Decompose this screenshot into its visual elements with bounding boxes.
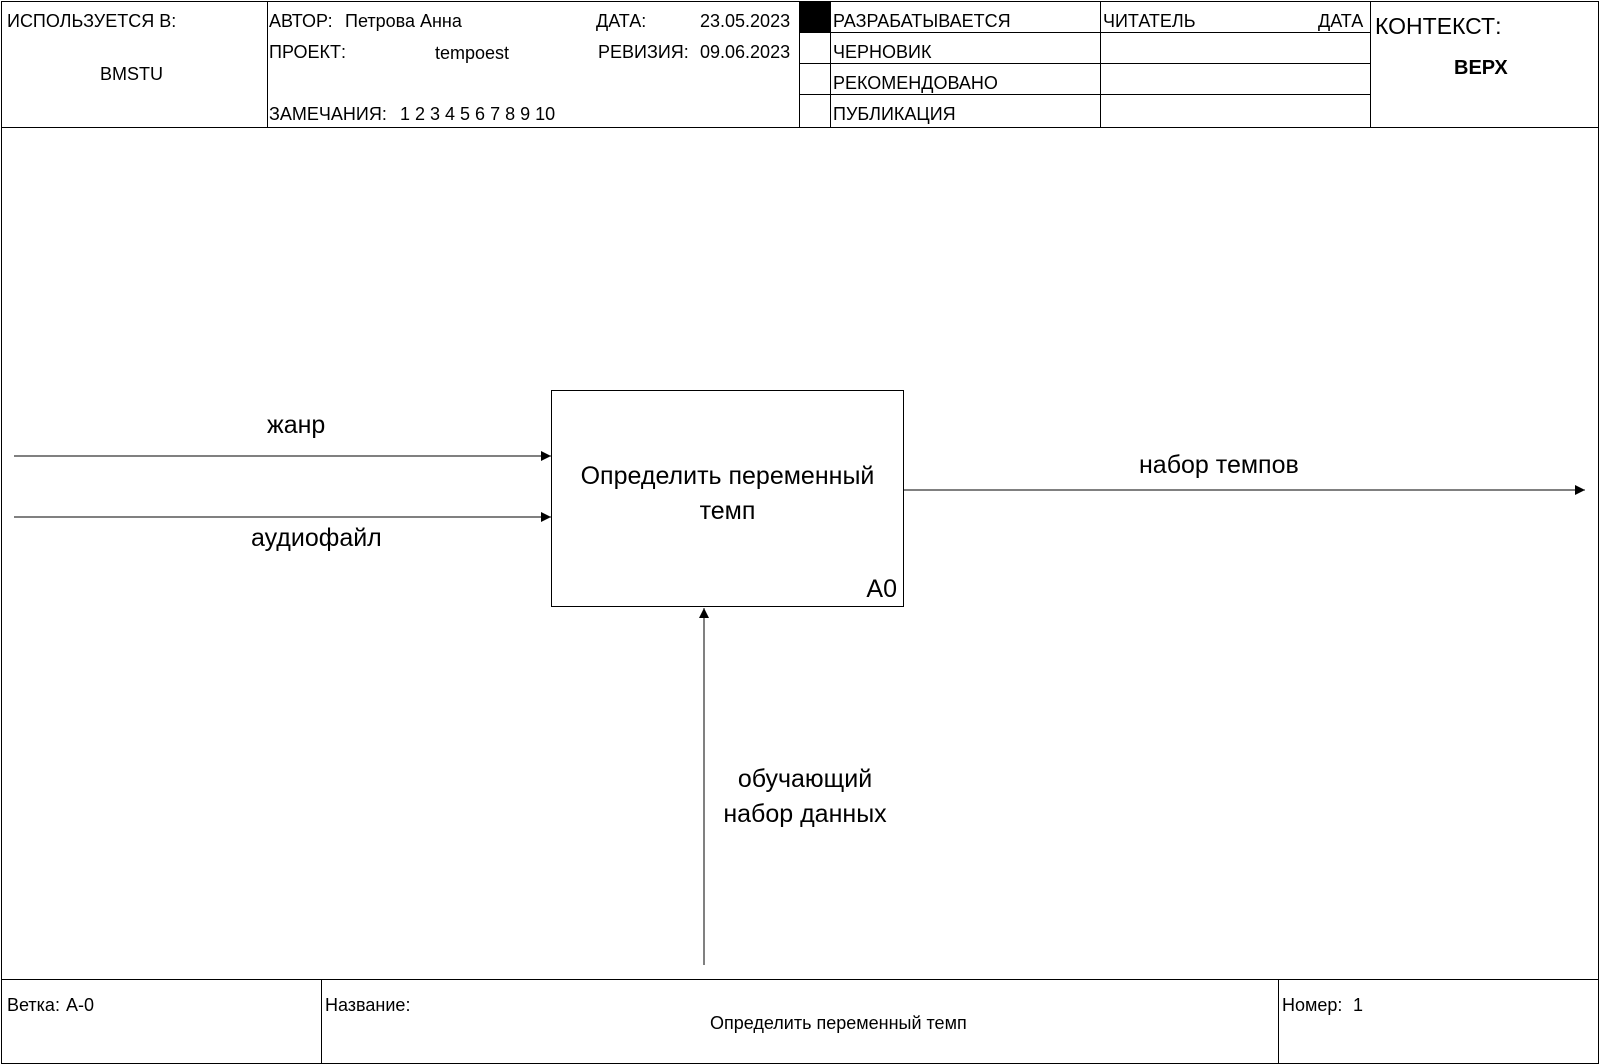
notes-label: ЗАМЕЧАНИЯ:	[269, 104, 387, 124]
status-publication: ПУБЛИКАЦИЯ	[833, 104, 956, 124]
node-value: A-0	[66, 995, 95, 1015]
activity-box[interactable]: Определить переменный темп A0	[551, 390, 904, 607]
status-recommended: РЕКОМЕНДОВАНО	[833, 73, 998, 93]
number-value: 1	[1353, 995, 1364, 1015]
status-checked-marker	[800, 2, 830, 32]
arrow-label-dataset: обучающий набор данных	[723, 765, 887, 828]
title-label: Название:	[325, 995, 411, 1015]
header-divider	[1100, 1, 1101, 127]
number-label: Номер:	[1282, 995, 1343, 1015]
context-value: ВЕРХ	[1454, 57, 1508, 79]
context-label: КОНТЕКСТ:	[1375, 13, 1502, 39]
activity-box-number: A0	[866, 575, 897, 603]
used-in-value: BMSTU	[100, 64, 163, 84]
status-row-line	[799, 63, 1370, 64]
header-divider	[799, 1, 800, 127]
arrow-label-audio: аудиофайл	[251, 524, 382, 552]
footer-divider	[1278, 979, 1279, 1064]
activity-box-label: Определить переменный темп	[580, 462, 875, 525]
header-divider	[267, 1, 268, 127]
header-bottom-line	[1, 127, 1599, 128]
author-value: Петрова Анна	[345, 11, 462, 31]
date-label: ДАТА:	[596, 11, 647, 31]
notes-value: 1 2 3 4 5 6 7 8 9 10	[400, 104, 556, 124]
reader-date-label: ДАТА	[1318, 11, 1364, 31]
status-row-line	[799, 32, 1370, 33]
node-label: Ветка:	[7, 995, 60, 1015]
status-row-line	[799, 94, 1370, 95]
status-working: РАЗРАБАТЫВАЕТСЯ	[833, 11, 1011, 31]
reader-label: ЧИТАТЕЛЬ	[1103, 11, 1196, 31]
header-divider	[1370, 1, 1371, 127]
title-value: Определить переменный темп	[710, 1013, 967, 1033]
project-value: tempoest	[435, 43, 510, 63]
project-label: ПРОЕКТ:	[269, 42, 347, 62]
used-in-label: ИСПОЛЬЗУЕТСЯ В:	[7, 11, 177, 31]
revision-value: 09.06.2023	[700, 42, 791, 62]
status-draft: ЧЕРНОВИК	[833, 42, 932, 62]
revision-label: РЕВИЗИЯ:	[598, 42, 689, 62]
header-divider	[830, 1, 831, 127]
footer-top-line	[1, 979, 1599, 980]
date-value: 23.05.2023	[700, 11, 791, 31]
arrow-label-tempos: набор темпов	[1139, 451, 1299, 479]
arrow-label-genre: жанр	[267, 411, 326, 439]
footer-divider	[321, 979, 322, 1064]
author-label: АВТОР:	[269, 11, 333, 31]
